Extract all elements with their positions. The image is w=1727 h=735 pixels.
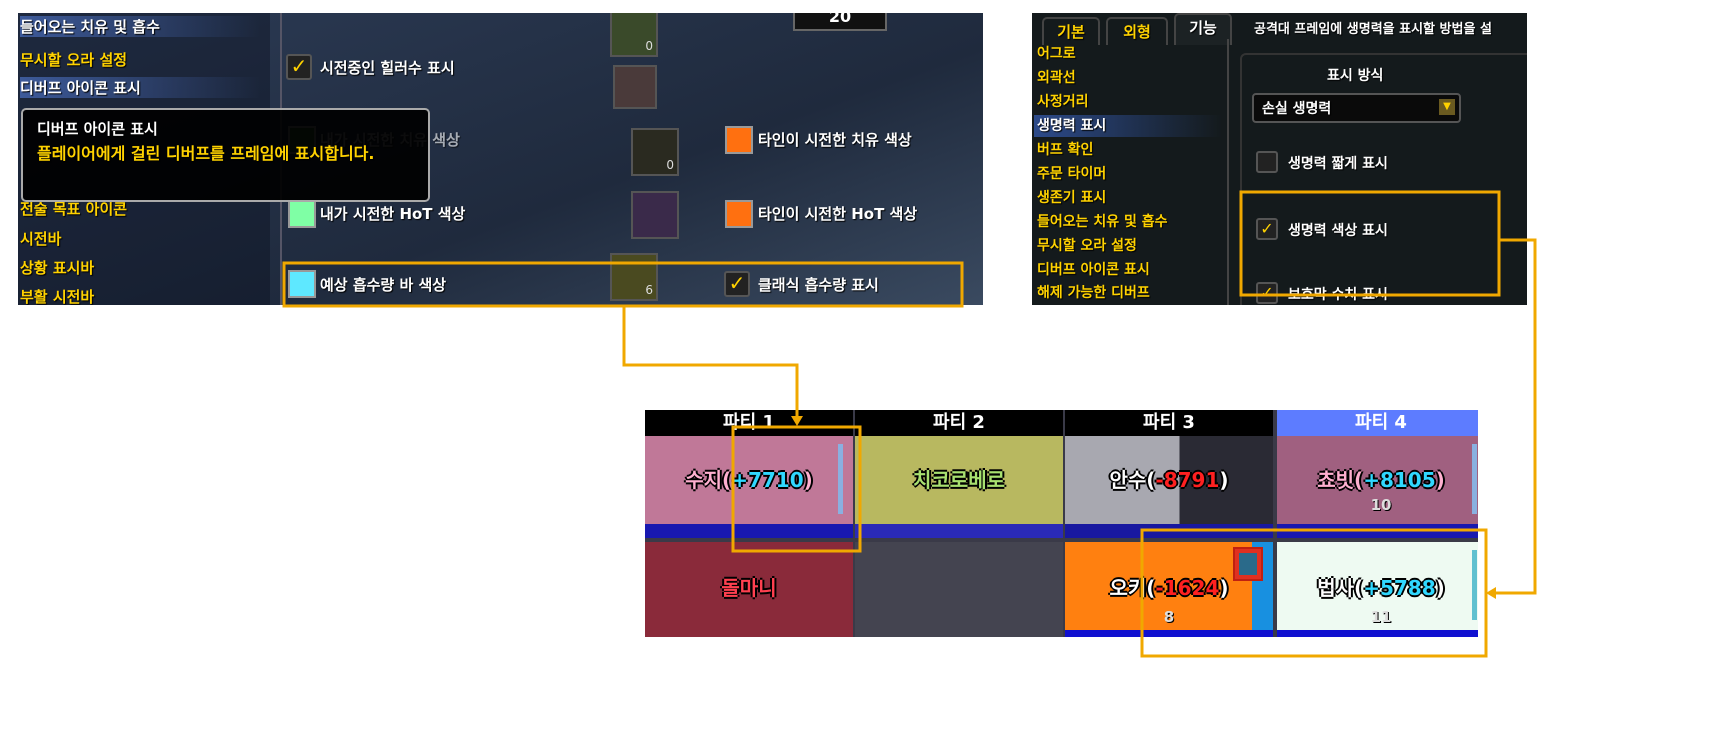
item-count: 6: [645, 283, 653, 297]
raid-frame-settings-panel: 기본 외형 기능 공격대 프레임에 생명력을 표시할 방법을 설 어그로 외곽선…: [1032, 13, 1527, 305]
item-icon: [631, 191, 679, 239]
category-status-bar[interactable]: 상황 표시바: [20, 259, 95, 277]
item-icon: [613, 65, 657, 109]
other-hot-color-label: 타인이 시전한 HoT 색상: [758, 205, 918, 223]
tab-appearance[interactable]: 외형: [1106, 17, 1168, 45]
unit-name: 쵸빗(+8105): [1317, 468, 1445, 492]
unit-name: 안수(-8791): [1109, 468, 1229, 492]
unit-name: 수지(+7710): [685, 468, 813, 492]
list-item-buff-check[interactable]: 버프 확인: [1037, 142, 1094, 158]
category-cast-bar[interactable]: 시전바: [20, 230, 62, 248]
absorb-bar-color-swatch[interactable]: [288, 270, 316, 298]
highlight-box-health-options: [1239, 190, 1501, 297]
category-ignore-auras[interactable]: 무시할 오라 설정: [20, 51, 128, 69]
list-item-defensives[interactable]: 생존기 표시: [1037, 190, 1107, 206]
unit-name: 돌마니: [721, 576, 777, 600]
list-item-aggro[interactable]: 어그로: [1037, 46, 1076, 62]
group-header-3: 파티 3: [1065, 410, 1273, 436]
health-color-label: 생명력 색상 표시: [1288, 223, 1388, 239]
classic-absorb-checkbox[interactable]: ✓: [724, 271, 750, 297]
shield-value-checkbox[interactable]: ✓: [1256, 282, 1278, 304]
list-item-health-display[interactable]: 생명력 표시: [1034, 115, 1222, 137]
category-resurrect-bar[interactable]: 부활 시전바: [20, 288, 95, 305]
section-title: 표시 방식: [1327, 68, 1384, 84]
stack-count: 11: [1370, 608, 1392, 626]
item-icon: 6: [610, 253, 658, 301]
tab-basic[interactable]: 기본: [1042, 17, 1100, 45]
panel-description: 공격대 프레임에 생명력을 표시할 방법을 설: [1254, 22, 1492, 37]
health-color-checkbox[interactable]: ✓: [1256, 218, 1278, 240]
dropdown-value: 손실 생명력: [1262, 101, 1332, 117]
healer-count-label: 시전중인 힐러수 표시: [320, 59, 455, 77]
short-health-label: 생명력 짧게 표시: [1288, 156, 1388, 172]
stack-count: 10: [1370, 496, 1392, 514]
other-heal-color-swatch[interactable]: [725, 126, 753, 154]
item-icon: 0: [610, 13, 658, 57]
group-header-1: 파티 1: [645, 410, 853, 436]
stack-count: 8: [1163, 608, 1175, 626]
debuff-icon: [1233, 547, 1263, 581]
tooltip-title: 디버프 아이콘 표시: [37, 120, 158, 138]
feature-list: 어그로 외곽선 사정거리 생명력 표시 버프 확인 주문 타이머 생존기 표시 …: [1032, 39, 1229, 305]
raid-frame-options-panel: 들어오는 치유 및 흡수 무시할 오라 설정 디버프 아이콘 표시 전술 목표 …: [18, 13, 983, 305]
unit-name: 치코로베로: [913, 468, 1005, 492]
category-debuff-icons[interactable]: 디버프 아이콘 표시: [20, 77, 260, 98]
list-item-debuff-icons[interactable]: 디버프 아이콘 표시: [1037, 262, 1150, 278]
tab-features[interactable]: 기능: [1174, 13, 1232, 45]
absorb-bar: [1472, 550, 1477, 620]
item-count: 0: [666, 158, 674, 172]
group-header-2: 파티 2: [855, 410, 1063, 436]
healer-count-checkbox[interactable]: ✓: [286, 54, 312, 80]
category-objective-icon[interactable]: 전술 목표 아이콘: [20, 200, 128, 218]
absorb-bar-color-label: 예상 흡수량 바 색상: [320, 276, 447, 294]
unit-frame-empty[interactable]: [855, 542, 1063, 637]
arrow-head-icon: [791, 416, 803, 426]
unit-frame[interactable]: 돌마니: [645, 542, 853, 637]
unit-frame[interactable]: 오키(-1624) 8: [1065, 542, 1273, 637]
unit-name: 법사(+5788): [1317, 576, 1445, 600]
unit-frame[interactable]: 법사(+5788) 11: [1277, 542, 1478, 637]
my-hot-color-swatch[interactable]: [288, 200, 316, 228]
list-item-dispellable[interactable]: 해제 가능한 디버프: [1037, 285, 1150, 301]
group-header-4: 파티 4: [1277, 410, 1478, 436]
unit-frame[interactable]: 쵸빗(+8105) 10: [1277, 436, 1478, 538]
list-item-ignore-auras[interactable]: 무시할 오라 설정: [1037, 238, 1137, 254]
chevron-down-icon[interactable]: ▼: [1439, 99, 1455, 115]
list-item-outline[interactable]: 외곽선: [1037, 70, 1076, 86]
unit-frame[interactable]: 치코로베로: [855, 436, 1063, 538]
absorb-bar: [1472, 444, 1477, 514]
item-icon: 0: [631, 128, 679, 176]
unit-name: 오키(-1624): [1109, 576, 1229, 600]
unit-frame[interactable]: 안수(-8791): [1065, 436, 1273, 538]
arrow-head-icon: [1486, 587, 1496, 599]
connector-line: [1494, 238, 1537, 595]
display-mode-dropdown[interactable]: 손실 생명력 ▼: [1252, 93, 1461, 123]
tooltip-body: 플레이어에게 걸린 디버프를 프레임에 표시합니다.: [37, 144, 375, 163]
list-item-incoming-heals[interactable]: 들어오는 치유 및 흡수: [1037, 214, 1168, 230]
highlight-box-row2: [1140, 528, 1488, 658]
other-heal-color-label: 타인이 시전한 치유 색상: [758, 131, 912, 149]
list-item-spell-timer[interactable]: 주문 타이머: [1037, 166, 1107, 182]
short-health-checkbox[interactable]: [1256, 151, 1278, 173]
item-count: 0: [645, 39, 653, 53]
connector-line: [622, 306, 799, 418]
classic-absorb-label: 클래식 흡수량 표시: [758, 276, 879, 294]
slider-value-box[interactable]: 20: [793, 13, 887, 31]
list-item-range[interactable]: 사정거리: [1037, 94, 1089, 110]
absorb-bar: [838, 444, 843, 514]
unit-frame[interactable]: 수지(+7710): [645, 436, 853, 538]
highlight-box-party1: [731, 425, 862, 553]
raid-frames: 파티 1 파티 2 파티 3 파티 4 수지(+7710) 치코로베로 안수(-…: [645, 410, 1478, 637]
other-hot-color-swatch[interactable]: [725, 200, 753, 228]
highlight-box-absorb: [282, 261, 964, 308]
tooltip: 디버프 아이콘 표시 플레이어에게 걸린 디버프를 프레임에 표시합니다.: [21, 108, 430, 202]
my-hot-color-label: 내가 시전한 HoT 색상: [320, 205, 466, 223]
category-incoming-heals[interactable]: 들어오는 치유 및 흡수: [20, 16, 260, 37]
